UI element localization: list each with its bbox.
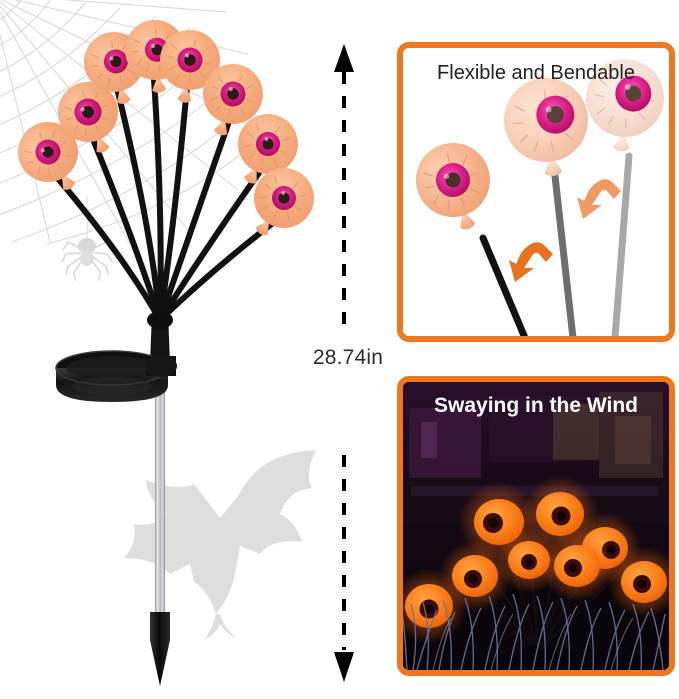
panel-swaying-in-the-wind: Swaying in the Wind [397, 376, 675, 676]
grass-foreground [403, 593, 666, 670]
dimension-arrow-up [334, 44, 354, 72]
stake-tip [150, 612, 170, 686]
spider-watermark [61, 196, 113, 281]
panel-flexible-and-bendable: Flexible and Bendable [397, 42, 675, 342]
product-art [6, 17, 320, 686]
dimension-arrow-down [334, 652, 354, 682]
flexible-panel-art [416, 59, 664, 336]
product-illustration-panel [0, 0, 320, 699]
flex-stem-gray [551, 172, 577, 336]
dimension-label: 28.74in [312, 346, 384, 369]
solar-panel-disc [55, 350, 169, 402]
flex-eyeball-a [416, 143, 490, 230]
stake-pole [155, 356, 165, 636]
panel-flexible-caption: Flexible and Bendable [437, 62, 635, 84]
flex-stem-black [479, 234, 528, 336]
dimension-line [334, 44, 354, 682]
bat-watermark [124, 450, 316, 640]
bend-arrow-right-icon [577, 179, 621, 219]
bend-arrow-left-icon [509, 242, 553, 282]
flex-eyeball-b [504, 78, 588, 177]
flex-stem-light-gray [611, 152, 633, 336]
flex-eyeball-c [586, 59, 664, 152]
panel-swaying-caption: Swaying in the Wind [434, 394, 638, 417]
night-scene-art [403, 382, 669, 670]
lit-eyeball-group [403, 476, 669, 644]
eyeball-group [6, 17, 320, 251]
